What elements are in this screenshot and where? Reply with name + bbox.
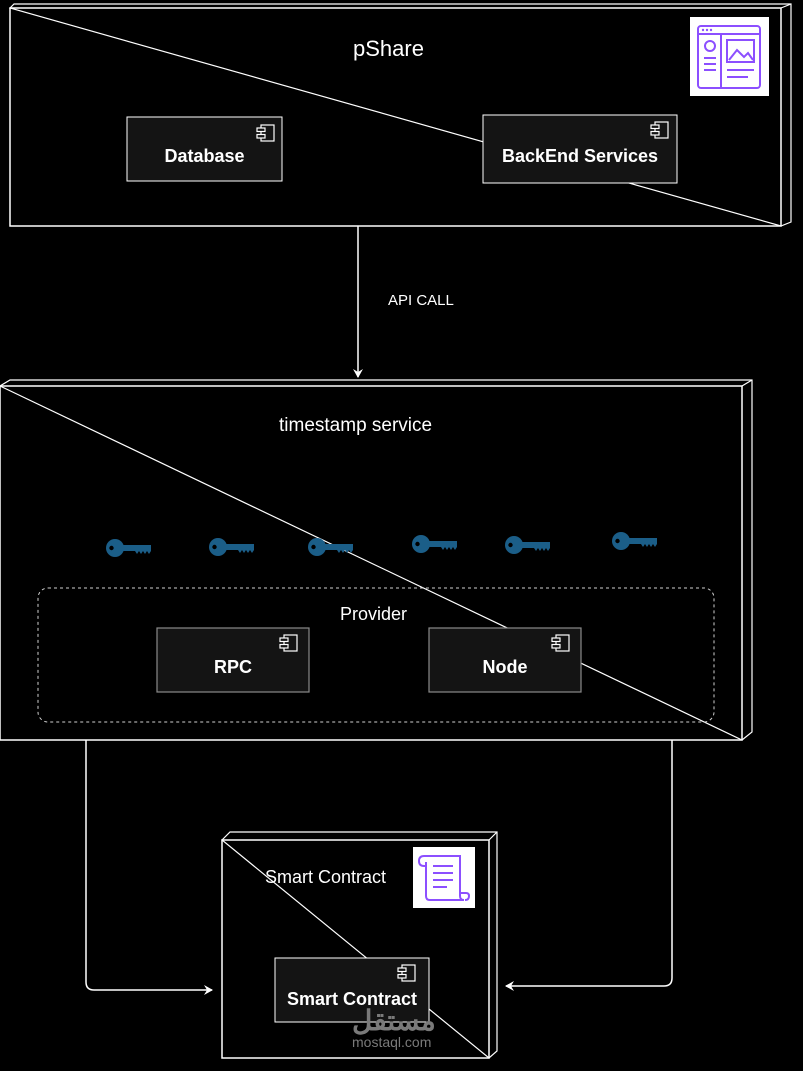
key-icon [308,538,353,556]
timestamp-service-node [0,379,753,741]
smart-contract-component [274,957,430,1023]
backend-services-label: BackEnd Services [501,146,659,166]
api-call-label: API CALL [388,292,454,309]
key-icon [106,539,151,557]
rpc-component [156,627,310,693]
smart-contract-component-label: Smart Contract [286,989,418,1009]
watermark-url: mostaql.com [352,1034,432,1050]
pshare-node [8,3,792,227]
right-connector-arrow [505,740,673,991]
database-component [126,116,283,182]
smart-contract-title: Smart Contract [265,867,387,887]
node-label: Node [482,657,528,677]
provider-group [37,587,715,723]
key-icon [209,538,254,556]
timestamp-service-title: timestamp service [279,415,433,436]
scroll-icon [413,847,475,908]
pshare-title: pShare [353,36,424,61]
backend-services-component [482,114,678,184]
provider-title: Provider [340,604,408,624]
rpc-label: RPC [213,657,252,677]
key-icon [612,532,657,550]
database-label: Database [164,146,245,166]
key-icon [505,536,550,554]
node-component [428,627,582,693]
web-app-icon [690,17,769,96]
watermark-brand: مستقل [352,1005,436,1036]
key-icons [106,532,657,557]
smart-contract-node [221,831,498,1059]
key-icon [412,535,457,553]
left-connector-arrow [85,740,213,995]
